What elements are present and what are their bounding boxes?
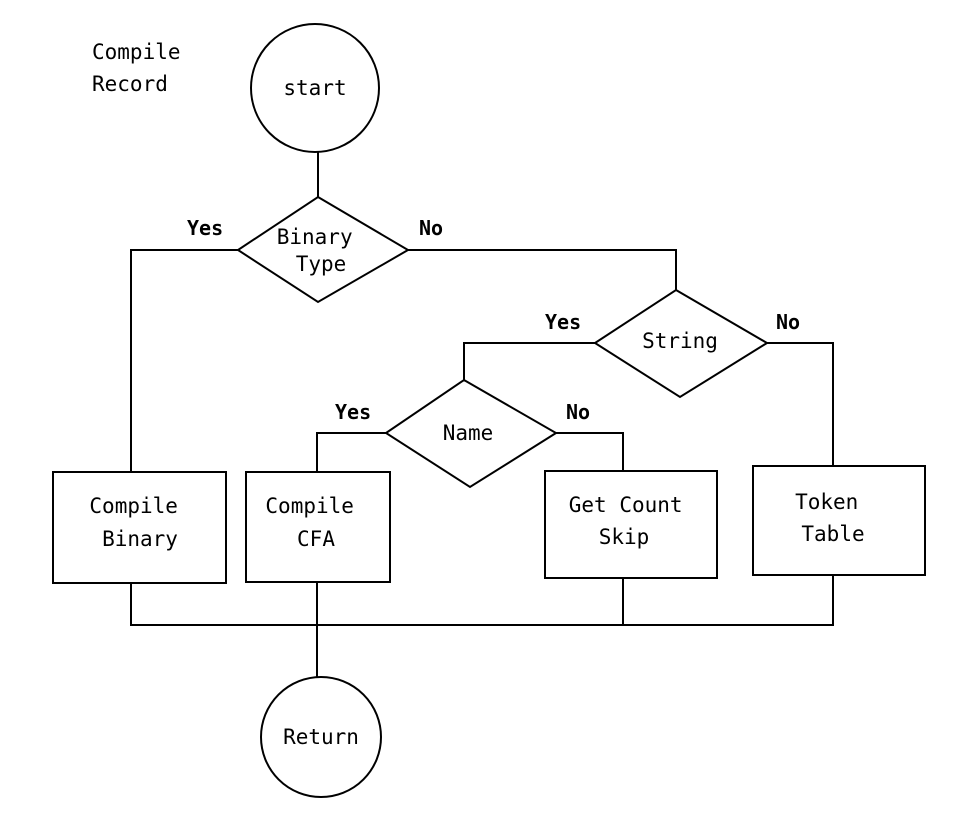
- node-return: Return: [260, 676, 382, 798]
- node-get-count-skip: Get Count Skip: [544, 470, 718, 579]
- compile-binary-label-line-1: Compile: [89, 494, 178, 518]
- string-decision-shape: [593, 288, 769, 399]
- return-terminal-label: Return: [283, 725, 359, 749]
- connectors: [130, 152, 834, 678]
- compile-binary-process-label: Compile Binary: [89, 494, 190, 551]
- binary-type-label-line-1: Binary: [277, 225, 353, 249]
- binary-type-decision-shape: [236, 195, 410, 304]
- token-table-label-line-1: Token: [795, 490, 858, 514]
- get-count-skip-label-line-1: Get Count: [569, 493, 683, 517]
- get-count-skip-process-label: Get Count Skip: [569, 493, 695, 549]
- node-compile-cfa: Compile CFA: [245, 471, 391, 583]
- compile-cfa-process-label: Compile CFA: [265, 494, 366, 551]
- node-string: String: [593, 288, 769, 399]
- edge-binary-type-no: [408, 249, 677, 290]
- node-binary-type: Binary Type: [236, 195, 410, 304]
- node-name: Name: [384, 378, 558, 489]
- edge-string-no: [767, 342, 834, 466]
- get-count-skip-label-line-2: Skip: [599, 525, 650, 549]
- node-token-table: Token Table: [752, 465, 926, 576]
- edge-string-yes: [463, 342, 595, 380]
- node-compile-binary: Compile Binary: [52, 471, 227, 584]
- return-terminal-shape: [260, 676, 382, 798]
- token-table-process-shape: [752, 465, 926, 576]
- edge-name-yes: [316, 432, 386, 472]
- compile-binary-process-shape: [52, 471, 227, 584]
- edge-labels: Yes No Yes No Yes No: [187, 216, 800, 424]
- binary-type-decision-label: Binary Type: [277, 225, 366, 276]
- diagram-title: Compile Record: [92, 40, 193, 96]
- compile-cfa-process-shape: [245, 471, 391, 583]
- token-table-label-line-2: Table: [801, 522, 864, 546]
- edge-name-no: [556, 432, 624, 471]
- name-yes-label: Yes: [335, 400, 371, 424]
- start-terminal-shape: [250, 23, 380, 153]
- start-terminal-label: start: [283, 76, 346, 100]
- node-start: start: [250, 23, 380, 153]
- name-decision-label: Name: [443, 421, 494, 445]
- diagram-title-line-1: Compile: [92, 40, 181, 64]
- binary-type-label-line-2: Type: [296, 252, 347, 276]
- compile-cfa-label-line-1: Compile: [265, 494, 354, 518]
- edge-binary-type-yes: [130, 249, 238, 472]
- get-count-skip-process-shape: [544, 470, 718, 579]
- name-no-label: No: [566, 400, 590, 424]
- token-table-process-label: Token Table: [795, 490, 871, 546]
- string-decision-label: String: [642, 329, 718, 353]
- compile-cfa-label-line-2: CFA: [297, 527, 335, 551]
- edge-merge-bus: [130, 575, 834, 626]
- string-no-label: No: [776, 310, 800, 334]
- string-yes-label: Yes: [545, 310, 581, 334]
- binary-type-yes-label: Yes: [187, 216, 223, 240]
- binary-type-no-label: No: [419, 216, 443, 240]
- name-decision-shape: [384, 378, 558, 489]
- diagram-title-line-2: Record: [92, 72, 168, 96]
- compile-binary-label-line-2: Binary: [102, 527, 178, 551]
